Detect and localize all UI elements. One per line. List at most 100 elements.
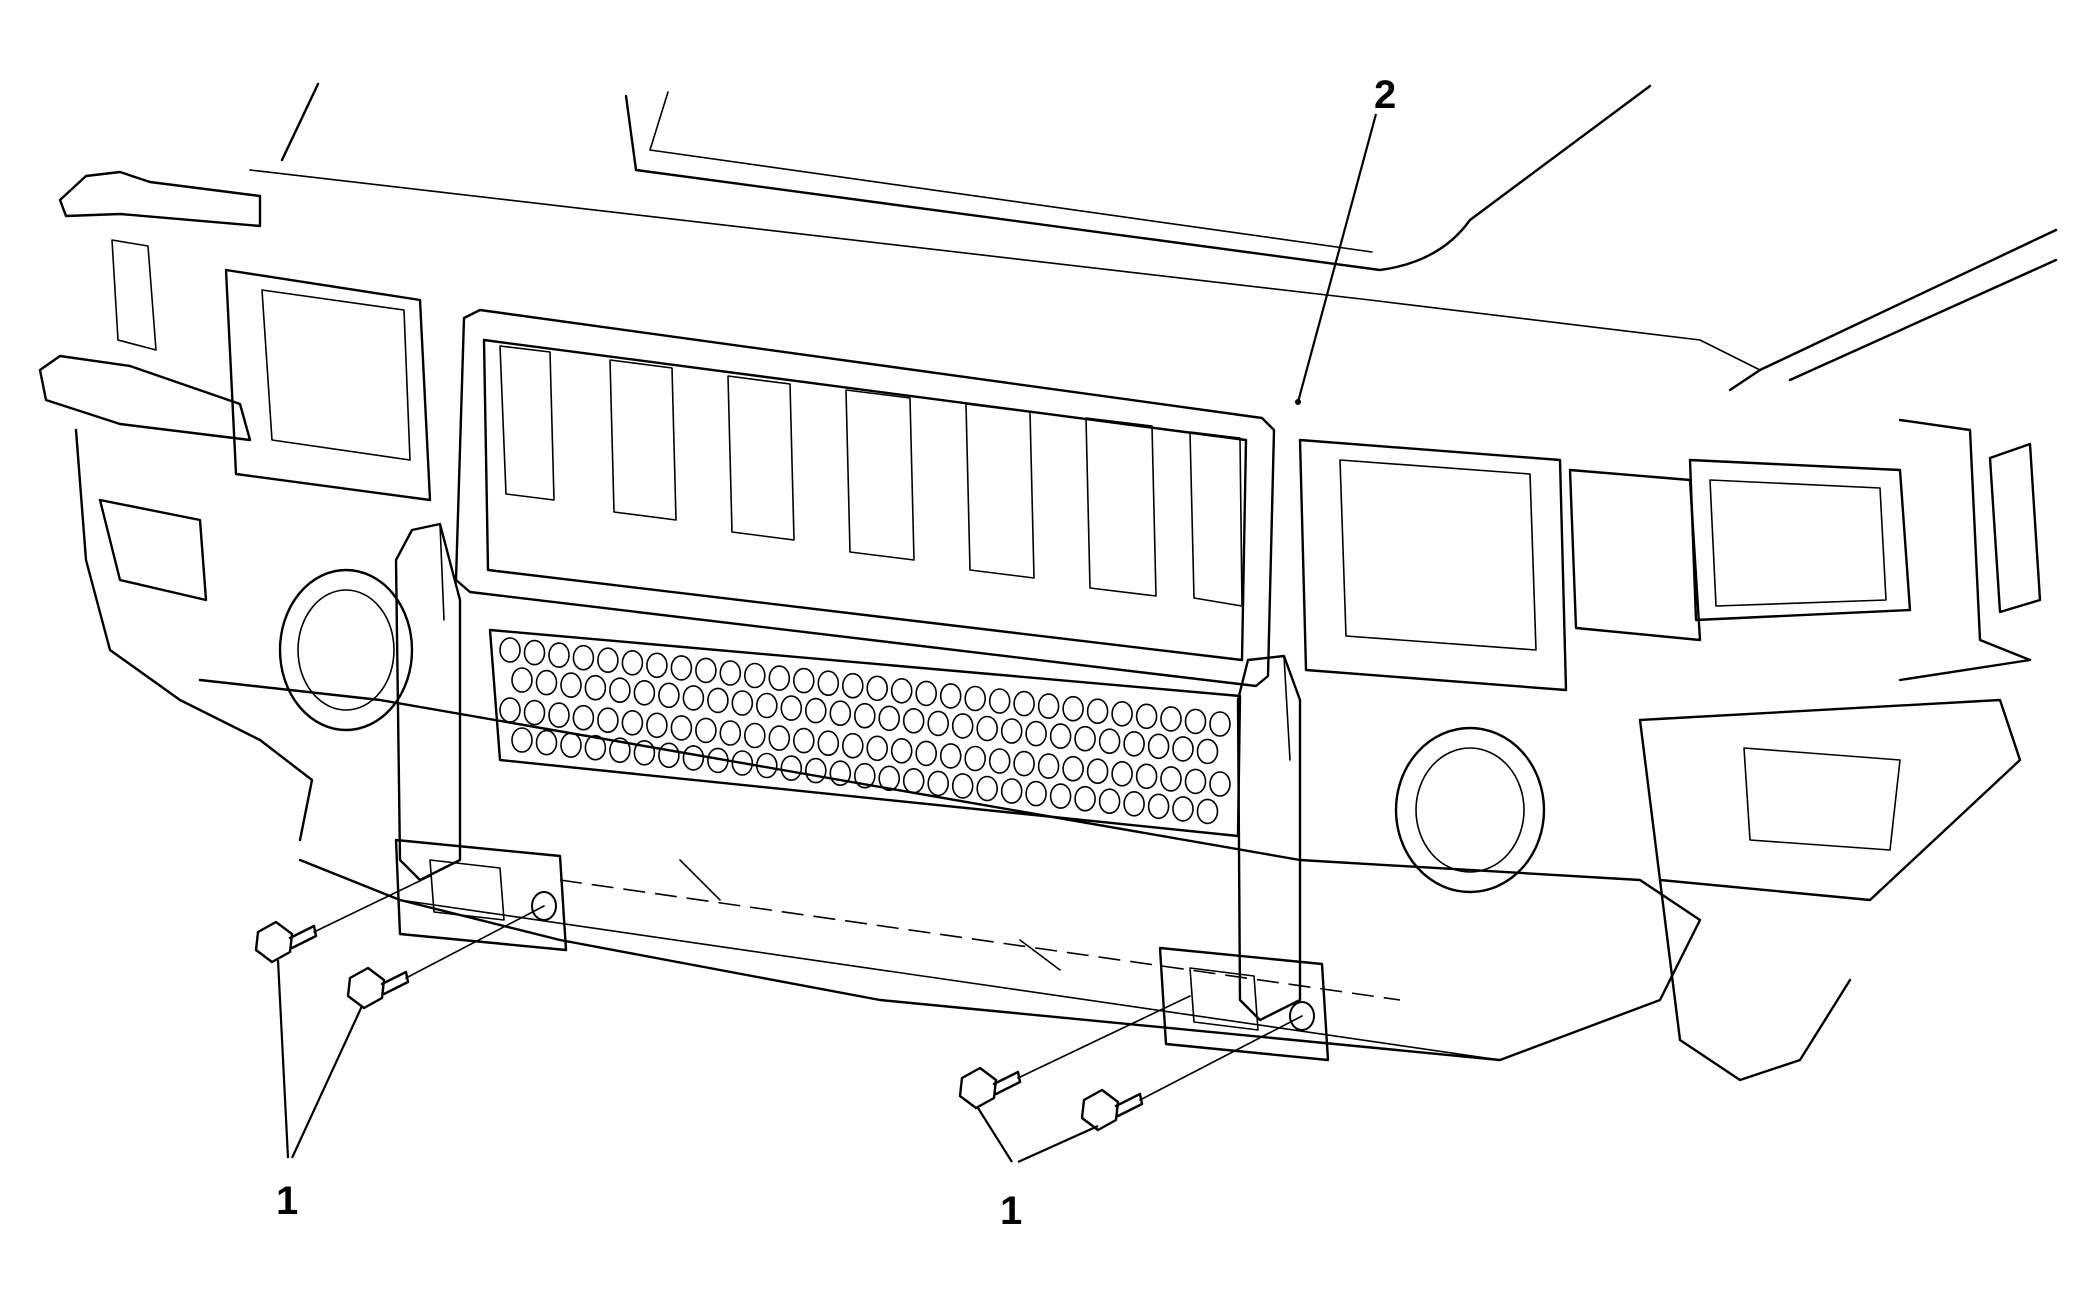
mesh-hole	[1209, 711, 1231, 737]
mesh-hole	[780, 695, 803, 721]
mesh-hole	[731, 750, 754, 776]
grille-slots	[499, 345, 1243, 607]
mesh-hole	[535, 729, 558, 756]
mesh-hole	[890, 737, 913, 764]
mesh-hole	[597, 707, 619, 734]
mesh-hole	[829, 700, 852, 727]
mesh-hole	[1062, 755, 1084, 782]
mesh-hole	[646, 652, 668, 679]
mesh-hole	[548, 642, 570, 668]
mesh-hole	[499, 697, 521, 723]
mesh-hole	[523, 699, 546, 726]
mesh-hole	[1123, 790, 1145, 817]
mesh-hole	[927, 770, 950, 797]
bolt-left-lower	[346, 966, 410, 1010]
mesh-hole	[1123, 730, 1145, 757]
mesh-hole	[1049, 783, 1072, 809]
left-fog-lamp	[278, 568, 414, 732]
mesh-hole	[609, 737, 631, 764]
mesh-hole	[755, 692, 778, 719]
mesh-hole	[695, 657, 717, 684]
mesh-hole	[695, 717, 717, 744]
mesh-hole	[964, 745, 987, 772]
mesh-hole	[853, 702, 876, 729]
mesh-hole	[1172, 796, 1194, 822]
callout-fasteners-left: 1	[276, 1179, 298, 1223]
grille-frame	[454, 308, 1276, 688]
mesh-hole	[878, 705, 901, 732]
mesh-hole	[1135, 763, 1158, 790]
mesh-hole	[1184, 768, 1207, 795]
mesh-hole	[792, 667, 815, 694]
mesh-hole	[1013, 750, 1035, 777]
mesh-hole	[976, 715, 999, 742]
mesh-hole	[1160, 706, 1182, 732]
mesh-hole	[878, 765, 901, 792]
mesh-hole	[988, 688, 1011, 714]
mesh-hole	[1086, 758, 1109, 785]
mesh-hole	[1025, 780, 1047, 807]
right-fender	[1638, 418, 2032, 1082]
mesh-hole	[707, 687, 729, 714]
mesh-hole	[1196, 738, 1219, 765]
mesh-hole	[951, 713, 974, 739]
mesh-hole	[792, 727, 815, 754]
mesh-hole	[682, 745, 705, 771]
left-mounting-bracket	[394, 838, 568, 952]
mesh-hole	[584, 674, 607, 701]
mesh-hole	[658, 682, 680, 709]
bolt-right-lower	[1080, 1088, 1144, 1132]
mesh-hole	[890, 677, 913, 704]
mesh-hole	[976, 775, 999, 802]
mesh-hole	[719, 660, 742, 686]
right-fog-lamp	[1394, 726, 1546, 894]
mesh-hole	[915, 680, 938, 707]
mesh-hole	[535, 669, 558, 696]
mesh-hole	[1074, 725, 1096, 752]
mesh-hole	[768, 665, 791, 691]
mesh-hole	[1135, 703, 1158, 730]
mesh-hole	[682, 685, 705, 711]
mesh-hole	[511, 727, 533, 753]
mesh-hole	[646, 712, 668, 739]
mesh-hole	[499, 637, 521, 663]
mesh-hole	[1037, 753, 1060, 779]
bolt-alignment-lines	[313, 875, 1303, 1101]
mesh-hole	[866, 675, 889, 702]
mesh-hole	[670, 655, 693, 681]
mesh-hole	[1160, 766, 1182, 792]
right-headlamp	[1298, 438, 2042, 692]
mesh-hole	[633, 679, 656, 706]
mesh-hole	[1025, 720, 1047, 747]
mesh-hole	[548, 702, 570, 728]
mesh-hole	[1000, 778, 1023, 804]
mesh-hole	[670, 715, 693, 741]
mesh-hole	[915, 740, 938, 767]
mesh-holes	[499, 637, 1231, 825]
left-fender	[38, 170, 314, 842]
mesh-hole	[1000, 718, 1023, 744]
bolt-left-upper	[254, 920, 318, 964]
mesh-hole	[584, 734, 607, 761]
mesh-hole	[572, 644, 595, 671]
mesh-hole	[609, 677, 631, 704]
mesh-hole	[939, 683, 962, 709]
mesh-hole	[523, 639, 546, 666]
mesh-hole	[719, 720, 742, 746]
brush-guard	[394, 522, 1302, 1022]
mesh-hole	[951, 773, 974, 799]
mesh-hole	[1147, 733, 1170, 760]
mesh-hole	[841, 732, 864, 759]
mesh-hole	[560, 732, 582, 758]
mesh-hole	[866, 735, 889, 762]
mesh-hole	[768, 725, 791, 751]
front-bumper	[198, 678, 1702, 1062]
mesh-hole	[511, 667, 533, 693]
mesh-hole	[597, 647, 619, 674]
mesh-hole	[1013, 690, 1035, 717]
mesh-hole	[658, 742, 680, 769]
mesh-hole	[1049, 723, 1072, 749]
mesh-hole	[731, 690, 754, 716]
mesh-hole	[829, 760, 852, 787]
